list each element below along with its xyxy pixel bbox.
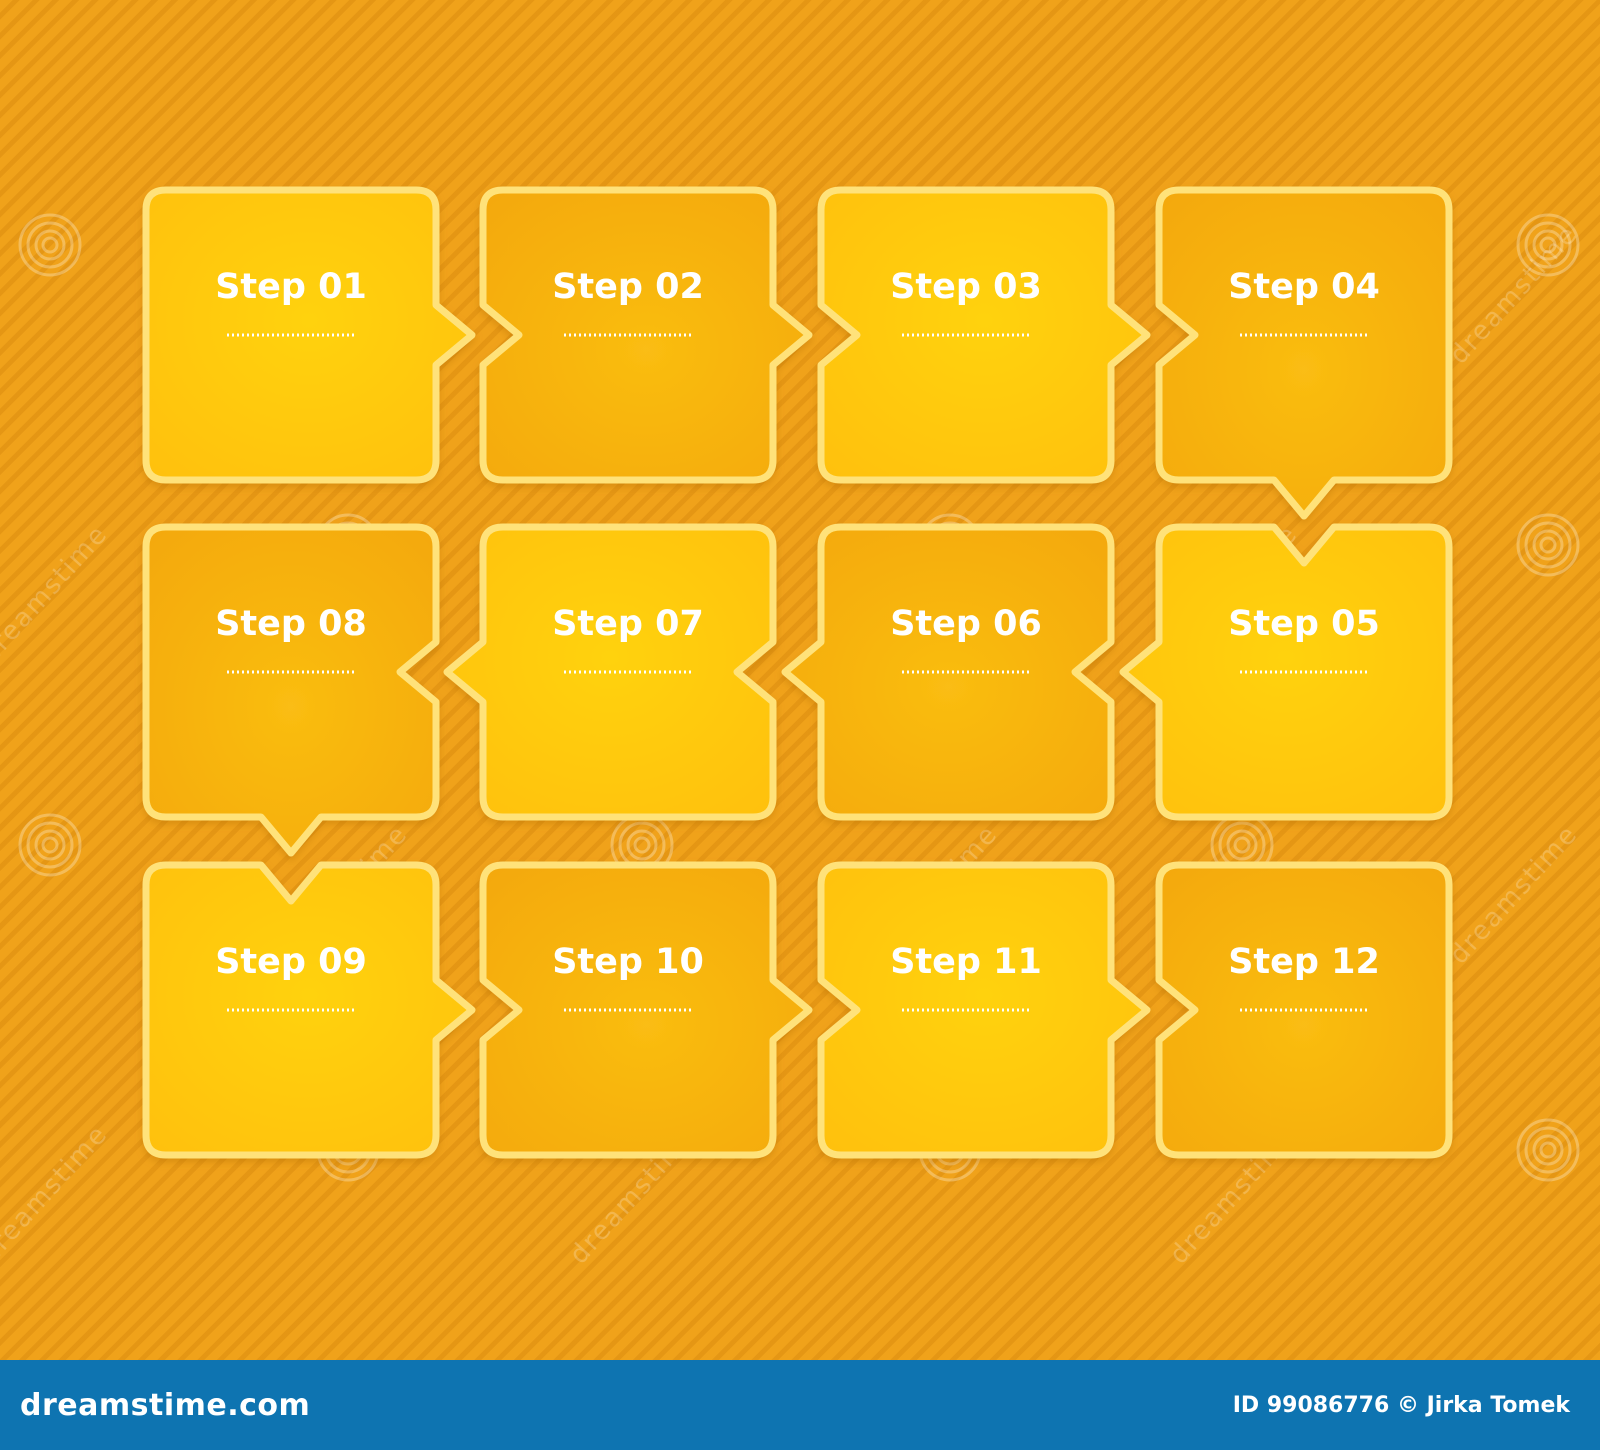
step-03-label: Step 03 [890, 267, 1042, 307]
step-12-box: Step 12 [1155, 861, 1453, 1159]
step-04-box: Step 04 [1155, 186, 1453, 520]
dreamstime-spiral-icon [18, 813, 82, 877]
step-01-label: Step 01 [215, 267, 367, 307]
step-09-label: Step 09 [215, 942, 367, 982]
step-08-box: Step 08 [142, 523, 440, 857]
step-05-label: Step 05 [1228, 604, 1380, 644]
steps-layer: Step 01 Step 02 Step 03 Step 04 Step 05 Step … [142, 186, 1453, 1159]
step-02-label: Step 02 [552, 267, 704, 307]
watermark-text: dreamstime [1444, 219, 1584, 370]
step-04-shape [1155, 186, 1453, 520]
step-03-box: Step 03 [817, 186, 1151, 484]
dreamstime-spiral-icon [18, 213, 82, 277]
step-12-shape [1155, 861, 1453, 1159]
step-09-box: Step 09 [142, 861, 476, 1159]
watermark-text: dreamstime [0, 519, 114, 670]
step-06-box: Step 06 [781, 523, 1115, 821]
watermark-text: dreamstime [1444, 819, 1584, 970]
step-08-label: Step 08 [215, 604, 367, 644]
footer-site-name[interactable]: dreamstime.com [20, 1387, 311, 1423]
step-process-diagram: dreamstime dreamstime dreamstime dreamstime… [0, 186, 1584, 1270]
step-08-shape [142, 523, 440, 857]
step-01-box: Step 01 [142, 186, 476, 484]
step-04-label: Step 04 [1228, 267, 1380, 307]
step-02-box: Step 02 [479, 186, 813, 484]
dreamstime-spiral-icon [1516, 513, 1580, 577]
step-07-box: Step 07 [443, 523, 777, 821]
step-12-label: Step 12 [1228, 942, 1380, 982]
step-10-label: Step 10 [552, 942, 704, 982]
step-11-box: Step 11 [817, 861, 1151, 1159]
footer-bar: dreamstime.com ID 99086776 © Jirka Tomek [0, 1360, 1600, 1450]
step-07-label: Step 07 [552, 604, 704, 644]
step-05-box: Step 05 [1119, 523, 1453, 821]
dreamstime-spiral-icon [1516, 213, 1580, 277]
watermark-text: dreamstime [0, 1119, 114, 1270]
step-11-label: Step 11 [890, 942, 1042, 982]
footer-image-credit: ID 99086776 © Jirka Tomek [1232, 1392, 1570, 1418]
step-10-box: Step 10 [479, 861, 813, 1159]
dreamstime-spiral-icon [1516, 1118, 1580, 1182]
step-06-label: Step 06 [890, 604, 1042, 644]
